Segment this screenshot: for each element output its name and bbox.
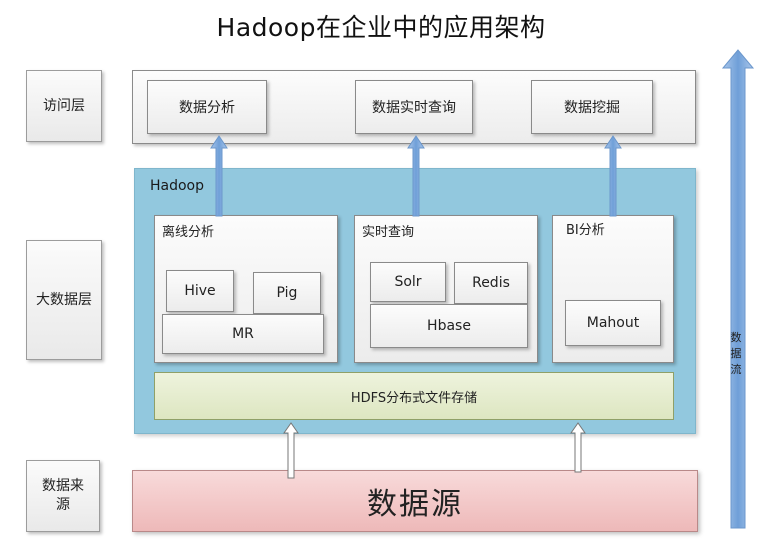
bi-analysis-label: BI分析 — [566, 223, 605, 238]
up-arrow-icon-realtime — [407, 135, 425, 217]
hbase-box: Hbase — [370, 304, 528, 348]
hive-box: Hive — [166, 270, 234, 312]
up-arrow-icon-analysis — [210, 135, 228, 217]
data-flow-arrow-icon — [721, 49, 755, 529]
layer-label-bigdata: 大数据层 — [26, 240, 102, 360]
diagram-title: Hadoop在企业中的应用架构 — [216, 13, 546, 42]
access-box-realtime-query: 数据实时查询 — [355, 80, 473, 134]
layer-label-source: 数据来源 — [26, 460, 100, 532]
layer-label-access: 访问层 — [26, 70, 102, 142]
realtime-query-label: 实时查询 — [362, 225, 415, 240]
pig-box: Pig — [253, 272, 321, 314]
data-flow-label: 数据流 — [730, 331, 742, 376]
mahout-box: Mahout — [565, 300, 661, 346]
up-arrow-icon-mining — [604, 135, 622, 217]
hdfs-storage-box: HDFS分布式文件存储 — [154, 372, 674, 420]
up-arrow-icon-source-right — [570, 422, 586, 473]
access-box-data-analysis: 数据分析 — [147, 80, 267, 134]
hadoop-label: Hadoop — [150, 178, 205, 194]
mr-box: MR — [162, 314, 324, 354]
solr-box: Solr — [370, 262, 446, 302]
up-arrow-icon-source-left — [283, 422, 299, 479]
redis-box: Redis — [454, 262, 528, 304]
data-source-box: 数据源 — [132, 470, 698, 532]
offline-analysis-label: 离线分析 — [162, 225, 215, 240]
access-box-data-mining: 数据挖掘 — [531, 80, 653, 134]
